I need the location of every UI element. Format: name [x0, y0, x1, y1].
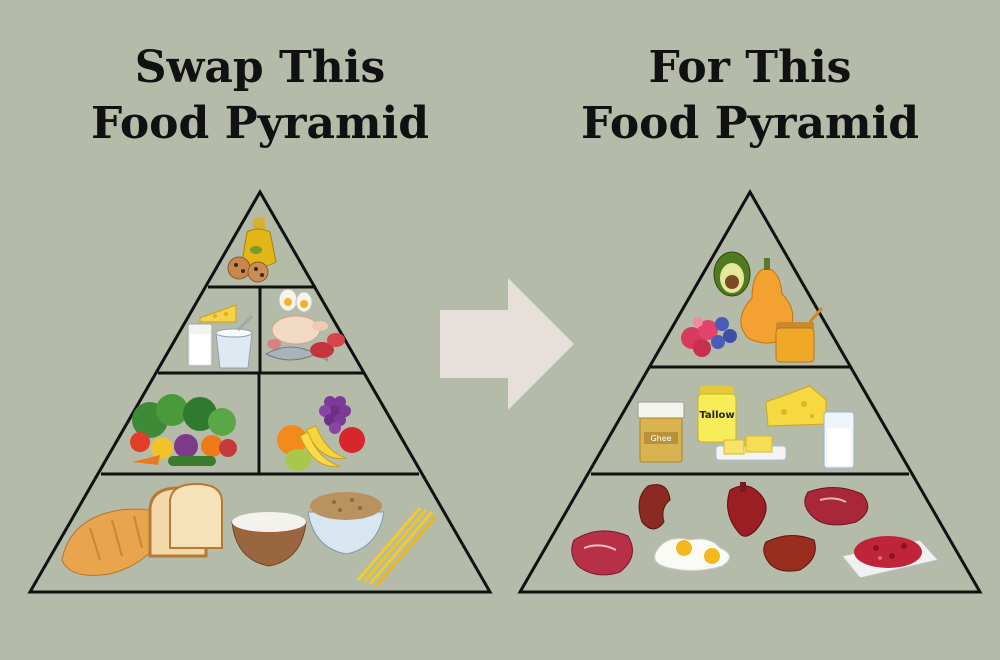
- steak-icon: [804, 487, 869, 526]
- liver-icon: [763, 535, 816, 572]
- olive-oil-icon: [241, 218, 277, 268]
- right-title-line2: Food Pyramid: [581, 98, 919, 149]
- ghee-label: Ghee: [650, 434, 671, 443]
- right-pyramid-title: For This Food Pyramid: [540, 40, 960, 152]
- cheese-icon: [199, 304, 237, 323]
- ground-beef-icon: [841, 536, 939, 579]
- kidney-icon: [638, 484, 671, 530]
- cookies-icon: [227, 256, 269, 283]
- right-pyramid-outline: [517, 188, 983, 594]
- honey-jar-icon: [775, 307, 824, 363]
- red-meat-icon: [571, 530, 633, 576]
- butter-icon: [715, 435, 787, 461]
- left-title-line1: Swap This: [134, 42, 386, 93]
- right-title-line1: For This: [648, 42, 852, 93]
- milk-glass-icon-right: [823, 411, 855, 469]
- ghee-jar-icon: Ghee: [637, 401, 685, 463]
- heart-organ-icon: [727, 482, 767, 537]
- vegetables-icon: [130, 394, 237, 466]
- oats-bowl-icon: [307, 492, 385, 555]
- eggs-icon: [278, 288, 313, 313]
- tallow-jar-icon: Tallow: [697, 386, 737, 443]
- left-pyramid-outline: [27, 188, 493, 594]
- right-pyramid: Ghee Tallow: [517, 188, 983, 594]
- berries-icon: [681, 317, 737, 357]
- left-pyramid-title: Swap This Food Pyramid: [50, 40, 470, 152]
- yogurt-icon: [215, 314, 254, 369]
- rice-bowl-icon: [231, 512, 307, 567]
- avocado-icon: [713, 251, 751, 297]
- left-pyramid: [27, 188, 493, 594]
- sliced-bread-icon: [148, 482, 223, 558]
- fried-eggs-icon: [654, 538, 730, 572]
- poultry-icon: [271, 315, 328, 345]
- right-arrow-icon: [440, 278, 574, 410]
- cheese-block-icon: [765, 385, 827, 427]
- tallow-label: Tallow: [699, 410, 734, 421]
- fruits-icon: [277, 396, 365, 471]
- pasta-icon: [356, 507, 438, 587]
- meat-icon: [267, 333, 345, 358]
- milk-glass-icon: [187, 323, 213, 367]
- left-title-line2: Food Pyramid: [91, 98, 429, 149]
